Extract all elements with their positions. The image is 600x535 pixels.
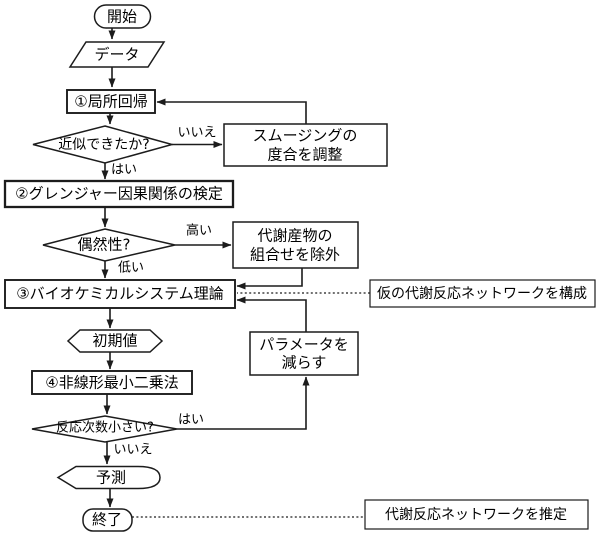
decision-chance-diamond-shape <box>42 228 176 262</box>
decision-fit-diamond-shape <box>32 125 175 164</box>
adjust-smoothing-shape <box>223 123 388 167</box>
step1-process-shape <box>66 89 156 114</box>
reduce-params-label-line2: 減らす <box>281 353 327 372</box>
branch-chance-high-label: 高い <box>185 223 213 239</box>
branch-chance-low-label: 低い <box>117 260 145 276</box>
edge-smoothing-feedback-to-step1 <box>156 98 307 124</box>
exclude-combo-shape <box>232 221 359 269</box>
end-node-label: 終了 <box>91 510 123 529</box>
initial-values-label: 初期値 <box>92 331 138 350</box>
construct-network-annotation-shape <box>369 279 596 308</box>
step3-process-shape <box>4 279 236 309</box>
data-node-label: データ <box>94 45 140 64</box>
connectors <box>101 28 370 518</box>
start-node-label: 開始 <box>106 7 138 26</box>
decision-fit-label: 近似できたか? <box>58 136 150 153</box>
adjust-smoothing-label-line2: 度合を調整 <box>267 145 343 164</box>
branch-fit-yes-label: はい <box>110 162 138 178</box>
start-terminator-shape <box>93 4 152 29</box>
edge-exclude-feedback-to-step3 <box>236 268 303 290</box>
branch-order-yes-label: はい <box>177 412 205 428</box>
step3-node-label: ③バイオケミカルシステム理論 <box>16 284 224 303</box>
estimate-network-annotation-shape <box>364 499 589 530</box>
prediction-display-shape <box>56 465 161 490</box>
step2-process-shape <box>3 179 235 209</box>
estimate-network-annotation-label: 代謝反応ネットワークを推定 <box>385 506 567 523</box>
decision-order-label: 反応次数小さい? <box>56 420 154 436</box>
construct-network-annotation-label: 仮の代謝反応ネットワークを構成 <box>377 285 587 302</box>
step1-node-label: ①局所回帰 <box>74 92 148 111</box>
exclude-combo-label-line2: 組合せを除外 <box>249 245 341 264</box>
edge-order-yes-to-reduce <box>177 376 310 430</box>
end-terminator-shape <box>82 508 133 532</box>
data-io-shape <box>68 41 166 68</box>
reduce-params-shape <box>249 331 359 376</box>
branch-order-no-label: いいえ <box>113 442 153 458</box>
decision-order-diamond-shape <box>31 415 178 443</box>
step2-node-label: ②グレンジャー因果関係の検定 <box>15 184 223 203</box>
step4-process-shape <box>31 370 193 395</box>
branch-fit-no-label: いいえ <box>177 125 217 141</box>
exclude-combo-label-line1: 代謝産物の <box>257 226 333 245</box>
initial-values-preparation-shape <box>66 329 164 353</box>
node-shapes <box>3 4 596 532</box>
prediction-node-label: 予測 <box>95 468 127 487</box>
reduce-params-label-line1: パラメータを <box>259 335 349 354</box>
edge-reduce-feedback-to-step3 <box>236 296 307 332</box>
adjust-smoothing-label-line1: スムージングの <box>252 126 358 145</box>
step4-node-label: ④非線形最小二乗法 <box>45 373 179 392</box>
decision-chance-label: 偶然性? <box>77 235 131 254</box>
